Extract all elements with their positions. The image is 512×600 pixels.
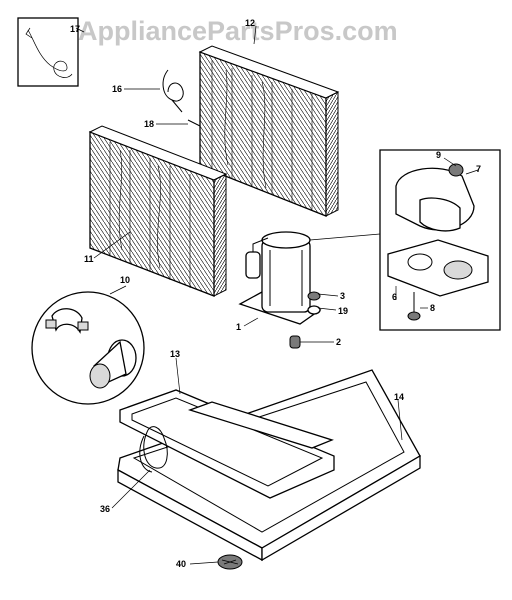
part-18-tube (187, 119, 201, 127)
callout-36: 36 (100, 504, 110, 514)
callout-6: 6 (392, 292, 397, 302)
part-40-drain-plug (217, 554, 243, 570)
part-19-washer (307, 305, 321, 315)
callout-13: 13 (170, 349, 180, 359)
part-2-spring-mount (289, 335, 301, 349)
part-11-evaporator-coil (88, 125, 228, 297)
leader-lines (75, 25, 479, 565)
callout-1: 1 (236, 322, 241, 332)
callout-16: 16 (112, 84, 122, 94)
callout-9: 9 (436, 150, 441, 160)
callout-17: 17 (70, 24, 80, 34)
callout-2: 2 (336, 337, 341, 347)
part-12-condenser-coil (198, 45, 340, 217)
callout-11: 11 (84, 254, 94, 264)
callout-18: 18 (144, 119, 154, 129)
part-17-inset-tube (17, 17, 79, 87)
callout-7: 7 (476, 164, 481, 174)
part-10-circle-inset (31, 291, 145, 405)
callout-19: 19 (338, 306, 348, 316)
part-13-drain-tray (119, 389, 335, 499)
callout-3: 3 (340, 291, 345, 301)
part-16-coiled-tube (162, 69, 184, 113)
part-3-grommet (307, 291, 321, 301)
callout-40: 40 (176, 559, 186, 569)
part-1-compressor (238, 231, 322, 325)
callout-12: 12 (245, 18, 255, 28)
fan-shroud-inset (309, 149, 501, 331)
callout-8: 8 (430, 303, 435, 313)
callout-14: 14 (394, 392, 404, 402)
callout-10: 10 (120, 275, 130, 285)
watermark-text: AppliancePartsPros.com (78, 16, 398, 46)
